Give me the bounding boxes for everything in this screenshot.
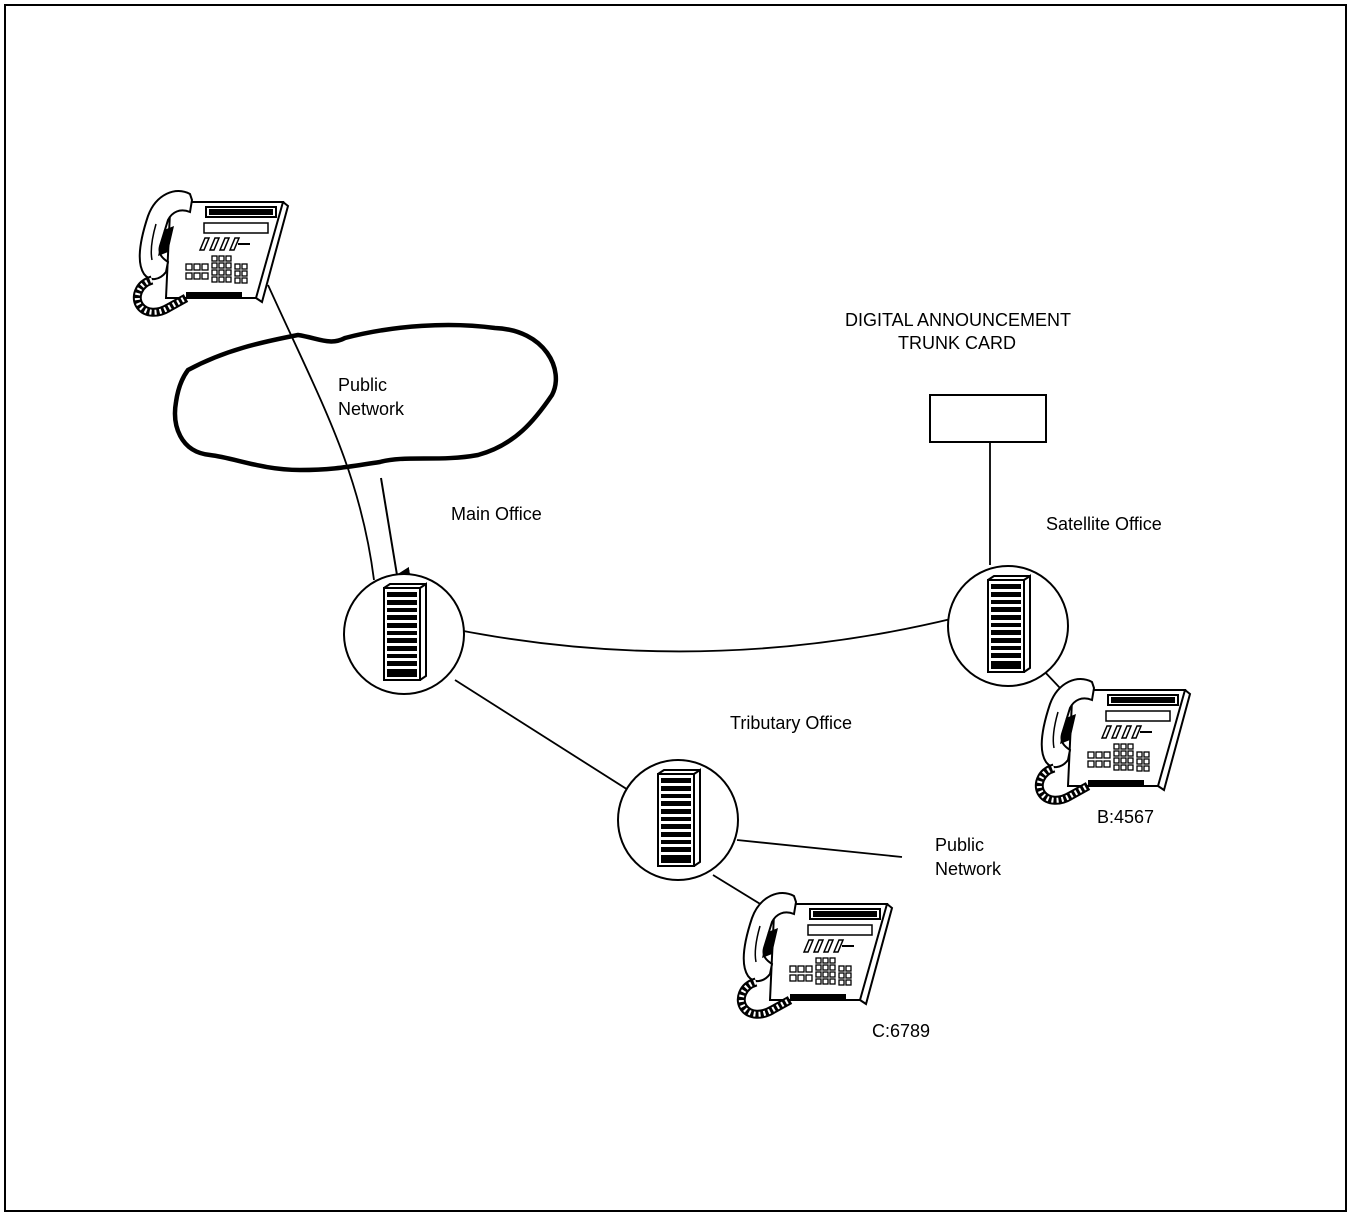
main-office-switch [343, 573, 465, 695]
public-network-top-label: Public Network [338, 375, 405, 419]
link-phone-a-to-main-office [267, 284, 375, 581]
public-network-cloud [172, 322, 559, 473]
phone-a [137, 191, 288, 312]
phone-c [741, 893, 892, 1014]
link-tributary-to-public-network [736, 839, 903, 858]
dat-card-label: DIGITAL ANNOUNCEMENT TRUNK CARD [845, 310, 1076, 353]
satellite-office-label: Satellite Office [1046, 514, 1162, 534]
link-main-to-tributary [454, 679, 637, 796]
link-main-to-satellite [442, 617, 956, 653]
public-network-bottom-label: Public Network [935, 835, 1002, 879]
tributary-office-label: Tributary Office [730, 713, 852, 733]
main-office-label: Main Office [451, 504, 542, 524]
dat-card-box [929, 394, 1047, 443]
incoming-call-arrow [380, 477, 411, 579]
tributary-office-switch [617, 759, 739, 881]
phone-c-label: C:6789 [872, 1021, 930, 1041]
phone-b [1039, 679, 1190, 800]
phone-b-label: B:4567 [1097, 807, 1154, 827]
satellite-office-switch [947, 565, 1069, 687]
page-frame [4, 4, 1347, 1212]
